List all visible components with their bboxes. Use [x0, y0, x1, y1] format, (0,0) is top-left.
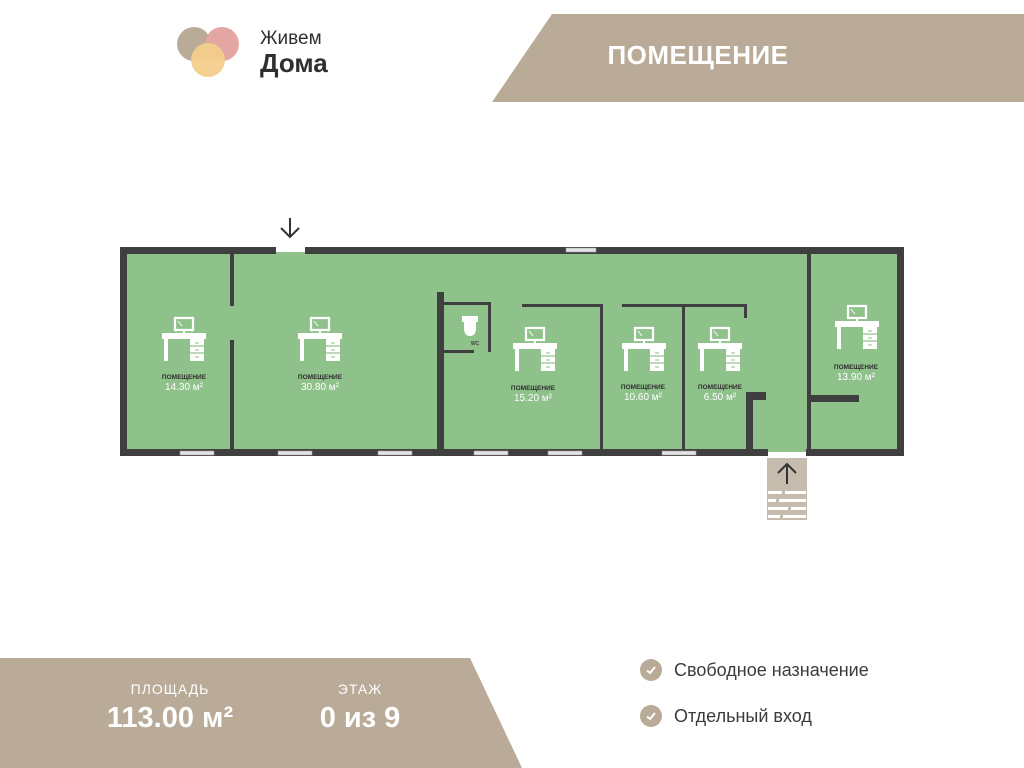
- feature-text: Свободное назначение: [674, 659, 869, 680]
- toilet-icon: WC: [462, 316, 480, 347]
- wc-label: WC: [471, 341, 480, 347]
- exterior-walls: [120, 247, 904, 456]
- header-banner: [492, 14, 1024, 102]
- heart-logo-icon: [177, 27, 239, 77]
- room-label: ПОМЕЩЕНИЕ: [834, 364, 879, 371]
- room-label: ПОМЕЩЕНИЕ: [511, 385, 556, 392]
- brand-logo[interactable]: Живем Дома: [172, 22, 352, 82]
- brand-name-line2: Дома: [260, 48, 328, 78]
- brand-name-line1: Живем: [260, 28, 322, 49]
- room-area: 15.20 м²: [514, 393, 553, 404]
- check-icon: [640, 659, 662, 681]
- check-icon: [640, 705, 662, 727]
- page-title: ПОМЕЩЕНИЕ: [607, 40, 789, 70]
- area-label: ПЛОЩАДЬ: [130, 681, 210, 697]
- floor-value: 0 из 9: [319, 702, 401, 734]
- room-area: 10.60 м²: [624, 392, 663, 403]
- interior-walls: [230, 254, 859, 450]
- feature-item: Свободное назначение: [640, 657, 869, 683]
- room-label: ПОМЕЩЕНИЕ: [298, 374, 343, 381]
- floor-label: ЭТАЖ: [337, 681, 383, 697]
- room-area: 30.80 м²: [301, 382, 340, 393]
- area-value: 113.00 м²: [106, 702, 234, 734]
- windows: [179, 247, 697, 456]
- feature-text: Отдельный вход: [674, 705, 812, 726]
- room-area: 14.30 м²: [165, 382, 204, 393]
- room-area: 6.50 м²: [704, 392, 737, 403]
- room-label: ПОМЕЩЕНИЕ: [621, 384, 666, 391]
- floor-area: [124, 252, 900, 452]
- feature-item: Отдельный вход: [640, 703, 812, 729]
- room-area: 13.90 м²: [837, 372, 876, 383]
- room-label: ПОМЕЩЕНИЕ: [698, 384, 743, 391]
- entrance-steps: [767, 458, 807, 520]
- floor-plan: WC ПОМЕЩЕНИЕ 14.30 м² ПОМЕЩЕНИЕ 30.80 м²…: [120, 218, 904, 520]
- entrance-arrow-icon: [280, 218, 300, 239]
- stats-banner: [0, 658, 522, 768]
- room-label: ПОМЕЩЕНИЕ: [162, 374, 207, 381]
